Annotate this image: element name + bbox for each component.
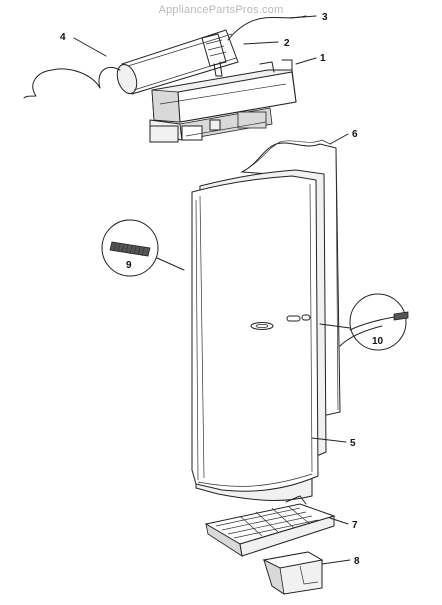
part-3-wire (227, 15, 307, 41)
callout-6: 6 (352, 129, 358, 140)
callout-5: 5 (350, 438, 356, 449)
leader-lines (73, 15, 351, 565)
part-2-cartridge (116, 29, 239, 95)
part-1-top-housing (149, 59, 297, 143)
part-10-hinge-pin-detail (319, 293, 409, 351)
callout-9: 9 (126, 260, 132, 271)
watermark-text: AppliancePartsPros.com (158, 4, 284, 16)
callout-8: 8 (354, 556, 360, 567)
part-8-end-cap (262, 551, 324, 595)
part-9-spring-detail (101, 219, 185, 277)
callout-7: 7 (352, 520, 358, 531)
callout-4: 4 (60, 32, 66, 43)
part-4-wire-harness (23, 66, 121, 99)
callout-10: 10 (372, 336, 384, 347)
callout-3: 3 (322, 12, 328, 23)
callout-labels: 2 3 4 1 6 5 7 8 9 10 (60, 12, 384, 567)
callout-2: 2 (284, 38, 290, 49)
part-7-bottom-cover (204, 495, 336, 557)
callout-1: 1 (320, 53, 326, 64)
part-5-door-panel (191, 169, 327, 501)
